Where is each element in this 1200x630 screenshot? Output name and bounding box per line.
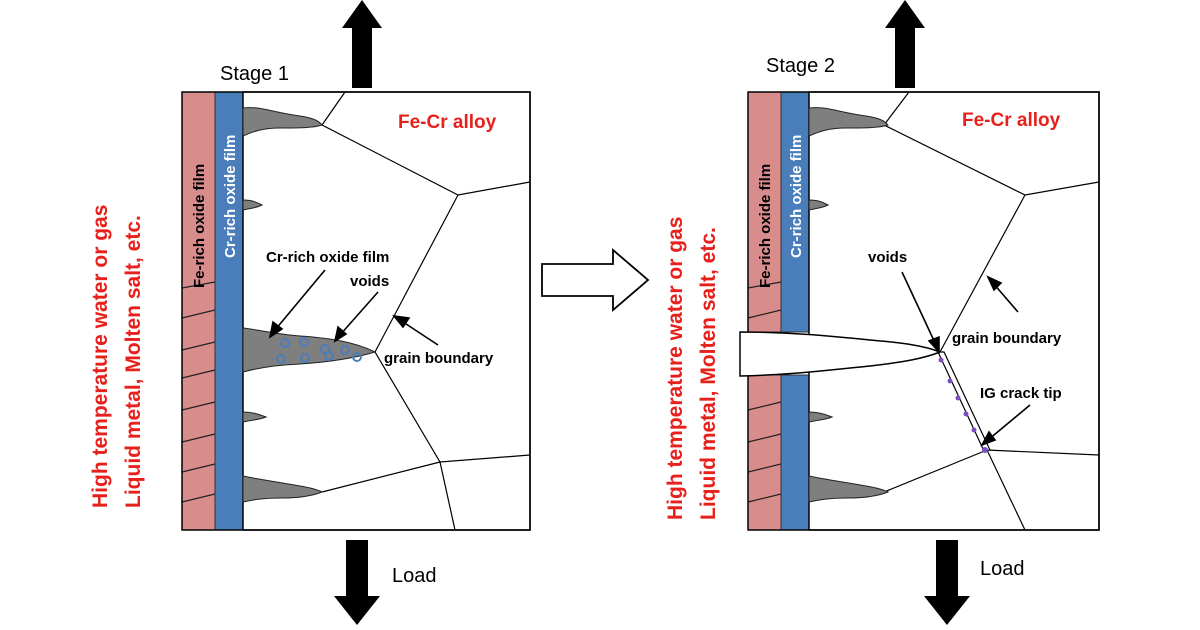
stage2-alloy-label: Fe-Cr alloy bbox=[962, 110, 1061, 131]
stage2-grain-boundaries bbox=[883, 91, 1100, 531]
stage2-load-label: Load bbox=[980, 558, 1025, 580]
stage2-oxide-intrusions bbox=[808, 107, 890, 503]
stage1-load-arrow-up-icon bbox=[342, 0, 382, 88]
stage1-callout-grain-boundary: grain boundary bbox=[384, 350, 494, 367]
stage1-title: Stage 1 bbox=[220, 63, 289, 85]
transition-arrow-icon bbox=[541, 248, 650, 312]
stage1-oxide-intrusions bbox=[242, 107, 377, 503]
stage2-alloy-region bbox=[808, 91, 1100, 531]
stage1-callout-voids: voids bbox=[350, 273, 389, 290]
stage2-environment-line2: Liquid metal, Molten salt, etc. bbox=[697, 227, 720, 520]
stage1-load-arrows bbox=[334, 0, 382, 625]
stage1-environment-line1: High temperature water or gas bbox=[89, 205, 112, 508]
stage1-cr-film-label: Cr-rich oxide film bbox=[222, 135, 239, 258]
stage1-panel: High temperature water or gas Liquid met… bbox=[89, 0, 531, 625]
stage2-voids bbox=[938, 357, 988, 453]
stage1-cr-oxide-film bbox=[214, 91, 244, 531]
stage1-callout-cr-film: Cr-rich oxide film bbox=[266, 249, 389, 266]
stage2-panel: High temperature water or gas Liquid met… bbox=[664, 0, 1100, 625]
stage2-panel-frame bbox=[747, 91, 1100, 531]
stage2-callout-voids: voids bbox=[868, 249, 907, 266]
stage1-environment-line2: Liquid metal, Molten salt, etc. bbox=[122, 215, 145, 508]
stage1-load-arrow-down-icon bbox=[334, 540, 380, 625]
stage2-load-arrow-down-icon bbox=[924, 540, 970, 625]
stage2-cr-film-label: Cr-rich oxide film bbox=[788, 135, 805, 258]
stage1-alloy-label: Fe-Cr alloy bbox=[398, 112, 497, 133]
stage2-cr-oxide-film-lower bbox=[780, 374, 810, 531]
stage2-load-arrow-up-icon bbox=[885, 0, 925, 88]
stage2-callout-grain-boundary: grain boundary bbox=[952, 330, 1062, 347]
stage1-callout-arrows bbox=[268, 269, 439, 346]
stage1-fe-film-hatching bbox=[181, 281, 216, 503]
stage2-fe-film-label: Fe-rich oxide film bbox=[757, 164, 774, 288]
stage2-ig-crack bbox=[937, 351, 991, 453]
stage2-fe-film-hatching bbox=[747, 281, 782, 503]
stage2-fe-oxide-film-lower bbox=[747, 374, 782, 531]
stage1-panel-frame bbox=[181, 91, 531, 531]
stage2-callout-crack-tip: IG crack tip bbox=[980, 385, 1062, 402]
stage1-grain-boundaries bbox=[321, 91, 531, 531]
stage2-callout-arrows bbox=[901, 271, 1031, 447]
stage1-load-label: Load bbox=[392, 565, 437, 587]
stage2-environment-line1: High temperature water or gas bbox=[664, 217, 687, 520]
stage1-fe-film-label: Fe-rich oxide film bbox=[191, 164, 208, 288]
stage1-voids bbox=[276, 337, 362, 364]
stage2-title: Stage 2 bbox=[766, 55, 835, 77]
stage2-load-arrows bbox=[885, 0, 970, 625]
